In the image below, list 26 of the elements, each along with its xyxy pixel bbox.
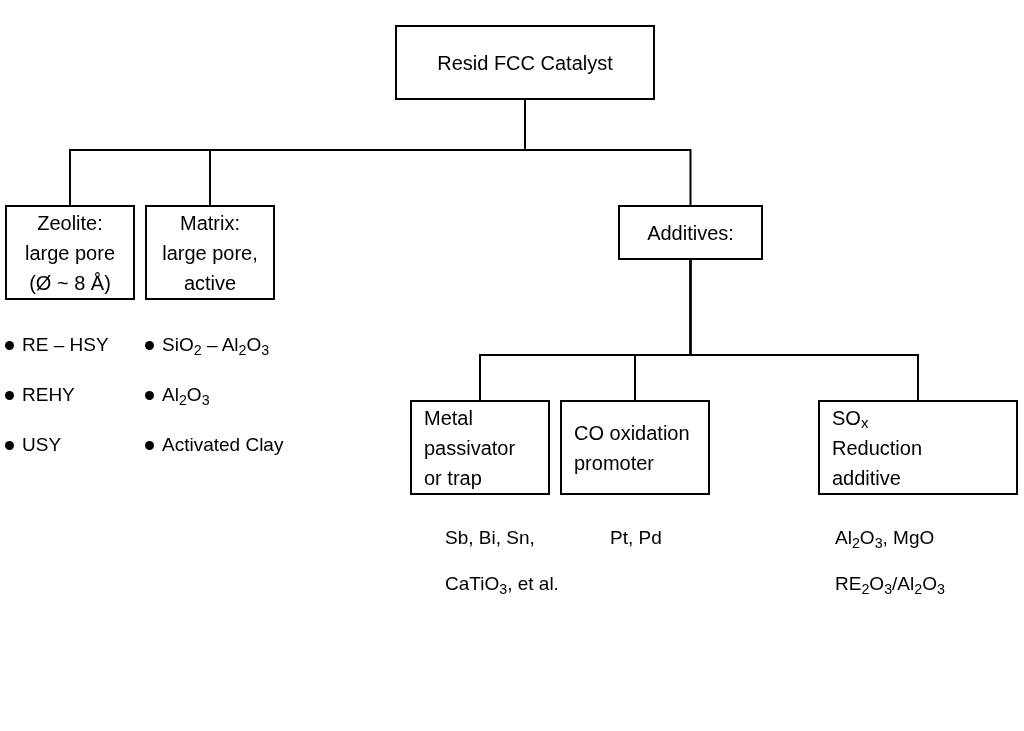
- component-list-item: Al$_{2}$O$_{3}$, MgO: [835, 526, 935, 553]
- connector-line: [689, 259, 919, 401]
- component-box: [410, 400, 550, 495]
- box-label: Resid FCC Catalyst: [437, 50, 613, 76]
- component-list-item: Al$_{2}$O$_{3}$: [162, 383, 210, 410]
- component-list-item: SiO$_{2}$ – Al$_{2}$O$_{3}$: [162, 333, 270, 360]
- component-box: [145, 205, 275, 300]
- component-list-item: REHY: [22, 383, 75, 407]
- box-label: Additives:: [647, 220, 734, 246]
- component-list-item: USY: [22, 433, 62, 457]
- component-list-item: RE$_{2}$O$_{3}$/Al$_{2}$O$_{3}$: [835, 572, 945, 599]
- component-box: [818, 400, 1018, 495]
- box-label: Zeolite: large pore (Ø ~ 8 Å): [23, 210, 117, 296]
- component-box: [395, 25, 655, 100]
- component-list-item: RE – HSY: [22, 333, 109, 357]
- box-label: CO oxidation promoter: [574, 420, 691, 476]
- component-box: [560, 400, 710, 495]
- component-list-item: Activated Clay: [162, 433, 284, 457]
- box-label: Metal passivator or trap: [424, 405, 517, 491]
- connector-line: [524, 99, 692, 206]
- box-label: SO$_{x}$ Reduction additive: [832, 405, 924, 491]
- component-list-item: Sb, Bi, Sn, CaTiO$_{3}$, et al.: [445, 526, 560, 599]
- box-label: Matrix: large pore, active: [161, 210, 259, 296]
- component-list-item: Pt, Pd: [610, 526, 662, 550]
- component-box: [618, 205, 763, 260]
- component-box: [5, 205, 135, 300]
